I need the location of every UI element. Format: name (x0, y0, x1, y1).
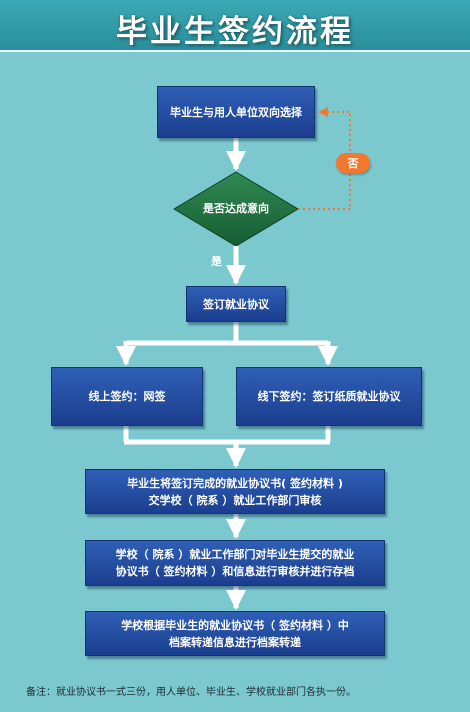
no-branch-label: 否 (347, 157, 359, 170)
page-title: 毕业生签约流程 (116, 14, 354, 50)
node-mutual-selection: 毕业生与用人单位双向选择 (157, 86, 315, 138)
node-mutual-selection-label: 毕业生与用人单位双向选择 (170, 105, 302, 119)
node-file-transfer: 学校根据毕业生的就业协议书（ 签约材料 ）中 档案转递信息进行档案转递 (85, 611, 385, 656)
node-sign-agreement-label: 签订就业协议 (203, 297, 269, 311)
node-review-archive: 学校（ 院系 ）就业工作部门对毕业生提交的就业 协议书（ 签约材料 ）和信息进行… (85, 540, 385, 586)
node-review-line2: 协议书（ 签约材料 ）和信息进行审核并进行存档 (115, 565, 355, 578)
node-offline-sign: 线下签约：签订纸质就业协议 (236, 367, 422, 426)
node-submit-for-review: 毕业生将签订完成的就业协议书( 签约材料 ) 交学校（ 院系 ）就业工作部门审核 (85, 469, 385, 514)
yes-branch-label: 是 (211, 255, 222, 268)
node-online-sign-label: 线上签约：网签 (88, 390, 166, 403)
node-submit-line2: 交学校（ 院系 ）就业工作部门审核 (148, 493, 322, 507)
node-offline-sign-label: 线下签约：签订纸质就业协议 (257, 390, 401, 403)
node-submit-line1: 毕业生将签订完成的就业协议书( 签约材料 ) (127, 476, 343, 490)
node-transfer-line1: 学校根据毕业生的就业协议书（ 签约材料 ）中 (121, 618, 349, 632)
node-online-sign: 线上签约：网签 (51, 367, 203, 426)
no-loop-arrowhead (318, 107, 328, 117)
no-branch-badge: 否 (336, 153, 370, 173)
node-transfer-line2: 档案转递信息进行档案转递 (169, 635, 301, 649)
title-bar: 毕业生签约流程 (0, 0, 470, 52)
footnote: 备注：就业协议书一式三份，用人单位、毕业生、学校就业部门各执一份。 (26, 687, 356, 698)
decision-label: 是否达成意向 (203, 202, 269, 215)
node-sign-agreement: 签订就业协议 (186, 286, 286, 322)
node-review-line1: 学校（ 院系 ）就业工作部门对毕业生提交的就业 (115, 548, 355, 561)
